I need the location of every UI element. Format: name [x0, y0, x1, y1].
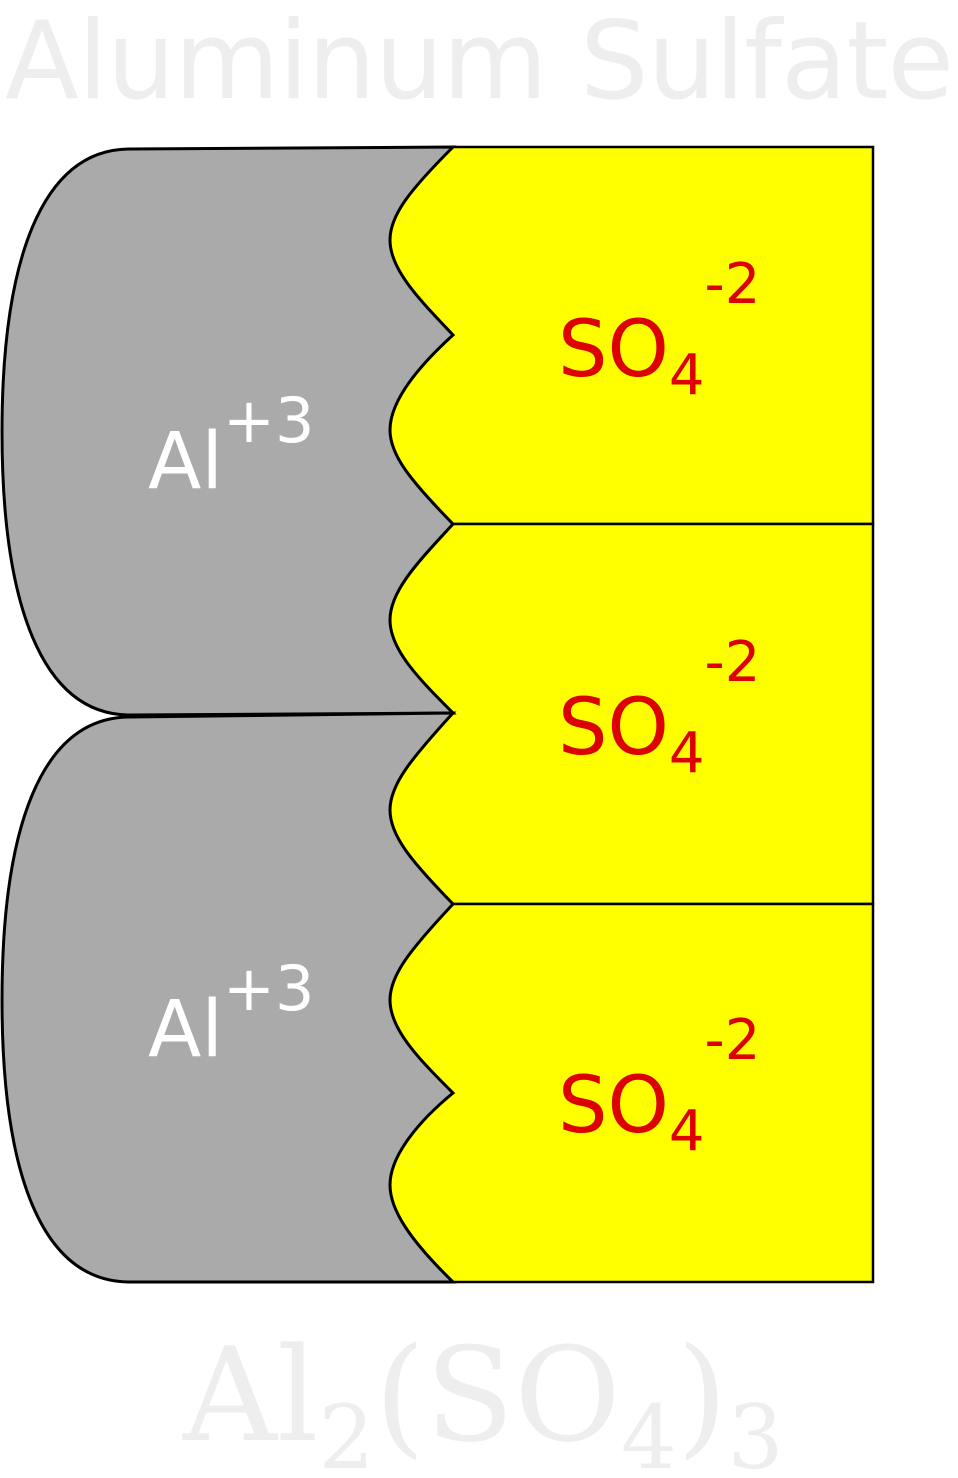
- sulfate-ion-2: SO4-2: [388, 522, 875, 906]
- sulfate-ion-1: SO4-2: [388, 145, 875, 526]
- diagram-title: Aluminum Sulfate: [5, 0, 953, 124]
- aluminum-ion-shape: [0, 711, 457, 1284]
- sulfate-ion-label: SO4-2: [558, 252, 760, 408]
- aluminum-ion-shape: [0, 145, 457, 717]
- chemical-formula: Al2(SO4)3: [182, 1319, 784, 1478]
- aluminum-ion-label: Al+3: [148, 952, 314, 1075]
- aluminum-ion-2: Al+3: [0, 711, 457, 1284]
- sulfate-ion-label: SO4-2: [558, 630, 760, 786]
- aluminum-ion-label: Al+3: [148, 384, 314, 507]
- sulfate-ion-3: SO4-2: [388, 902, 875, 1284]
- aluminum-ion-1: Al+3: [0, 145, 457, 717]
- sulfate-ion-label: SO4-2: [558, 1008, 760, 1164]
